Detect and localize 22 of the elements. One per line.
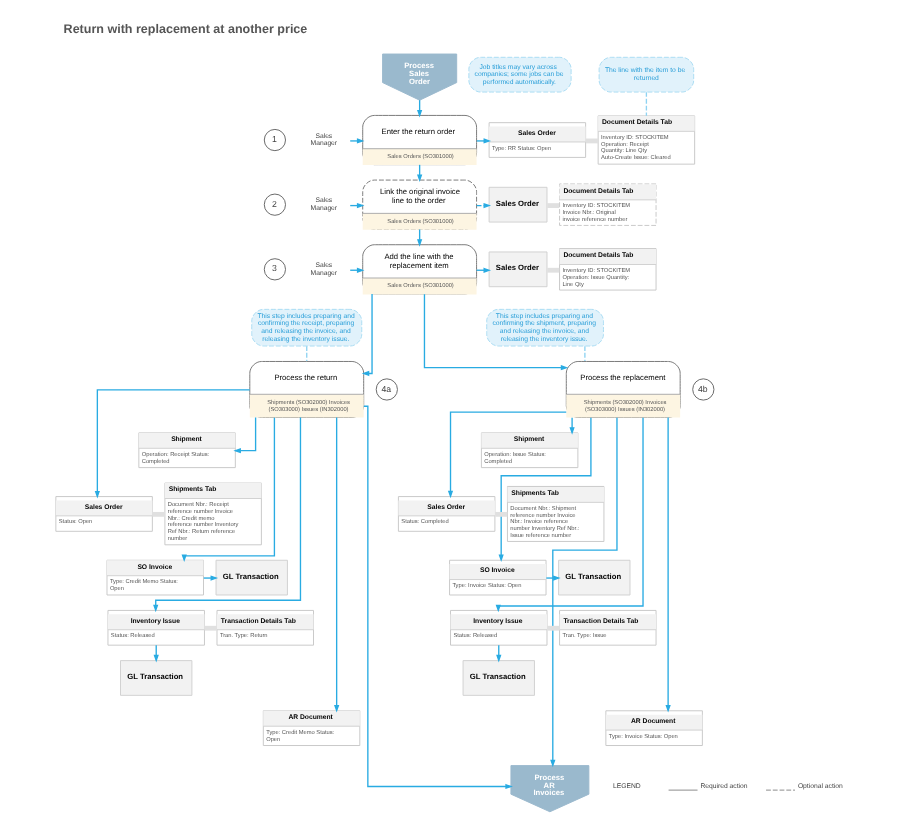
arrow bbox=[362, 405, 512, 790]
arrow bbox=[232, 416, 256, 454]
arrow bbox=[475, 138, 491, 144]
arrow bbox=[360, 293, 372, 377]
arrow bbox=[348, 138, 364, 144]
connector bbox=[305, 345, 307, 362]
arrow bbox=[93, 389, 250, 499]
arrow bbox=[664, 416, 670, 713]
arrow bbox=[202, 575, 218, 581]
arrow bbox=[422, 293, 568, 371]
arrow bbox=[544, 575, 560, 581]
arrow bbox=[180, 417, 275, 563]
arrow bbox=[494, 417, 643, 613]
arrow bbox=[549, 417, 617, 768]
arrow bbox=[152, 416, 301, 613]
arrow bbox=[446, 411, 566, 499]
connector bbox=[583, 345, 585, 362]
arrow bbox=[497, 417, 591, 562]
arrow bbox=[333, 416, 339, 713]
arrow bbox=[568, 417, 574, 435]
connector bbox=[644, 91, 647, 117]
arrow bbox=[474, 202, 491, 209]
